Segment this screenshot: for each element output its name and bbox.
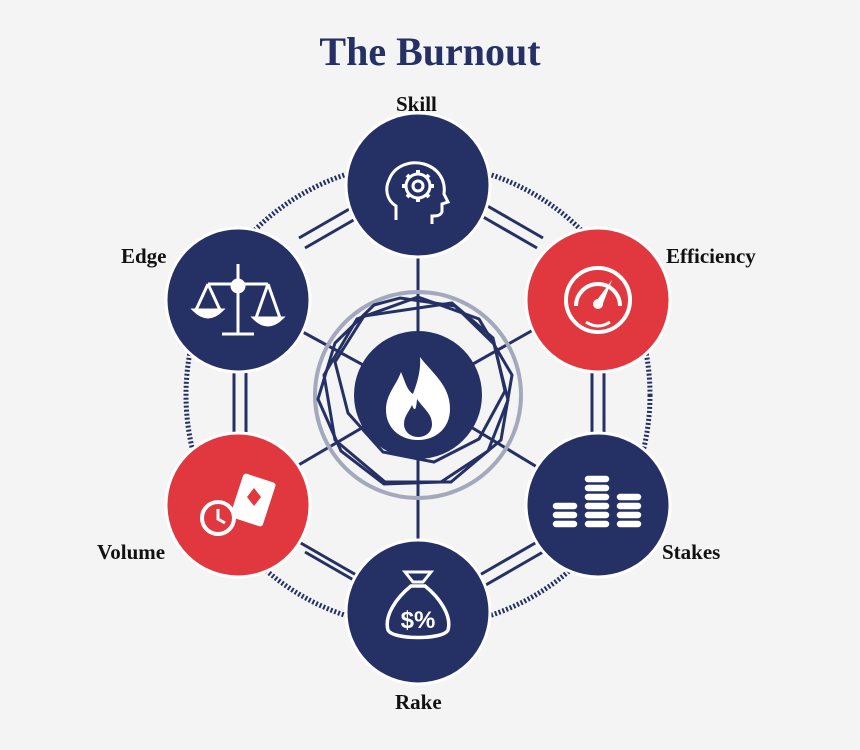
- node-skill: [344, 111, 492, 259]
- node-volume: [164, 431, 312, 579]
- node-stakes: [524, 431, 672, 579]
- head-gear-icon: [385, 161, 451, 224]
- speedometer-icon: [564, 266, 632, 334]
- page-title: The Burnout: [319, 29, 541, 74]
- flame-icon: [386, 357, 450, 440]
- svg-text:$%: $%: [401, 607, 436, 634]
- node-label-rake: Rake: [395, 690, 442, 714]
- coin-stacks-icon: [551, 474, 643, 529]
- node-label-skill: Skill: [396, 92, 437, 116]
- outer-connectors: [232, 202, 606, 588]
- node-rake: $%: [344, 538, 492, 686]
- balance-scale-icon: [190, 264, 286, 336]
- money-bag-icon: $%: [385, 570, 451, 640]
- node-label-edge: Edge: [121, 244, 167, 268]
- node-label-volume: Volume: [97, 540, 166, 564]
- node-label-efficiency: Efficiency: [666, 244, 756, 268]
- inner-ring: [313, 290, 523, 500]
- clock-cards-icon: [200, 473, 276, 536]
- node-edge: [164, 226, 312, 374]
- node-label-stakes: Stakes: [662, 540, 721, 564]
- node-efficiency: [524, 226, 672, 374]
